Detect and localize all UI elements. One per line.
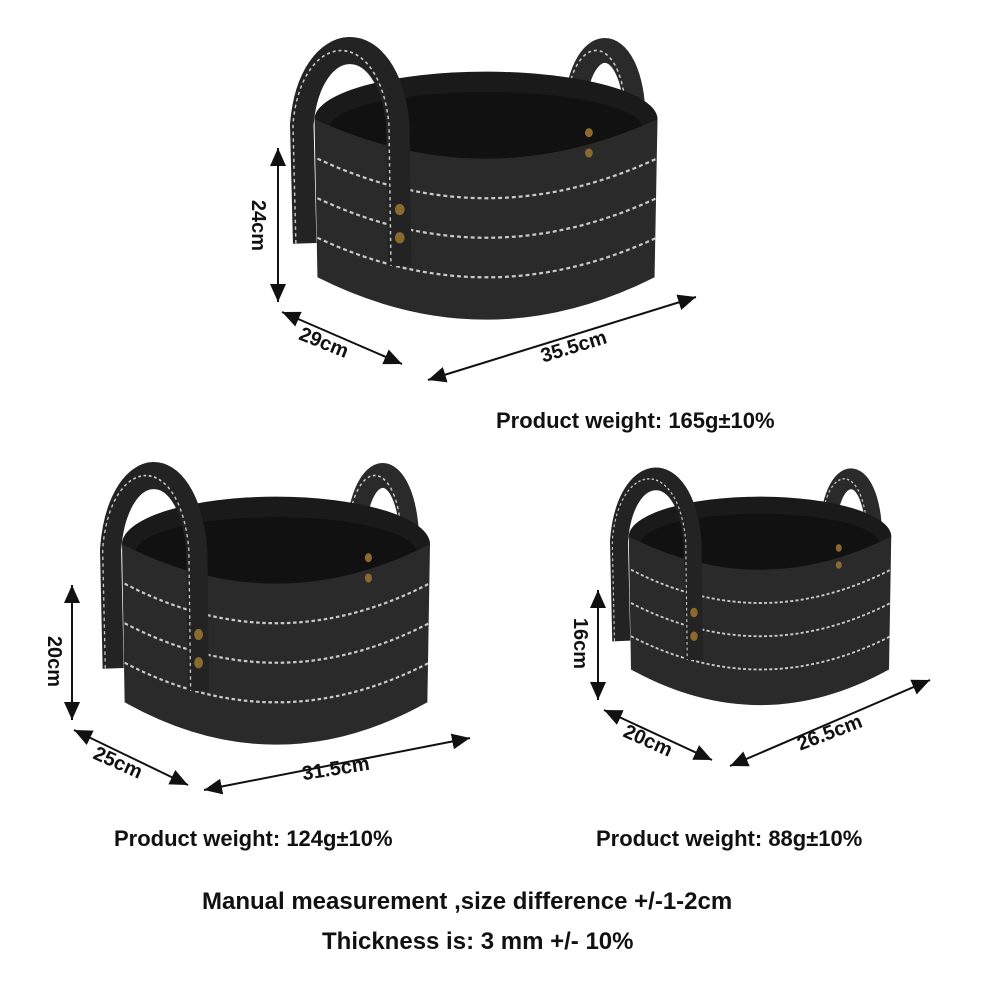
- small-weight-label: Product weight: 88g±10%: [596, 826, 863, 851]
- medium-basket-image: [103, 475, 430, 744]
- large-weight-label: Product weight: 165g±10%: [496, 408, 775, 433]
- medium-weight-label: Product weight: 124g±10%: [114, 826, 393, 851]
- small-depth-arrow: [603, 709, 713, 761]
- small-width-arrow: [729, 679, 931, 767]
- medium-height-label: 20cm: [43, 635, 66, 688]
- small-basket-image: [612, 479, 891, 705]
- measurement-note: Manual measurement ,size difference +/-1…: [202, 888, 733, 915]
- large-width-arrow: [427, 294, 697, 383]
- thickness-note: Thickness is: 3 mm +/- 10%: [322, 928, 634, 955]
- small-height-label: 16cm: [569, 617, 592, 670]
- large-basket-image: [293, 50, 658, 319]
- large-height-label: 24cm: [247, 199, 270, 252]
- medium-width-arrow: [203, 733, 471, 795]
- large-depth-arrow: [281, 311, 403, 365]
- medium-depth-arrow: [73, 729, 189, 786]
